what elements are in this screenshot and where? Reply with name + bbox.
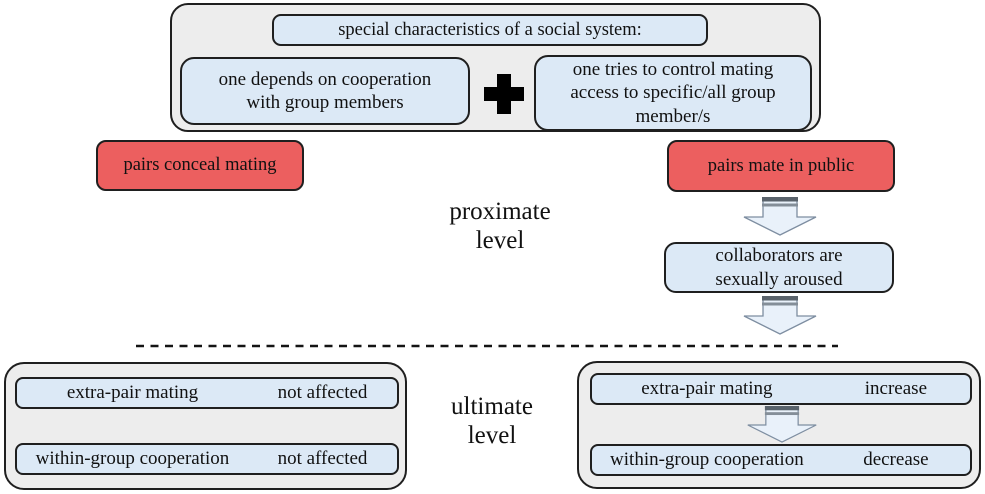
block-arrow-down-icon <box>743 197 817 236</box>
pairs-conceal-mating-box: pairs conceal mating <box>96 140 304 191</box>
level-divider-dashed-line <box>136 344 838 348</box>
proximate-level-label: proximate level <box>449 198 551 254</box>
collaborators-aroused-box: collaborators are sexually aroused <box>664 242 894 293</box>
condition-cooperation-box: one depends on cooperation with group me… <box>180 57 470 125</box>
ultimate-level-label: ultimate level <box>451 393 533 449</box>
outcome-row: within-group cooperation decrease <box>590 444 972 476</box>
outcome-row: extra-pair mating increase <box>590 373 972 405</box>
outcome-label: within-group cooperation <box>35 448 230 469</box>
condition-control-box: one tries to control mating access to sp… <box>534 55 812 131</box>
outcome-value: not affected <box>277 382 368 403</box>
condition-cooperation-line1: one depends on cooperation <box>218 68 432 90</box>
social-system-title-box: special characteristics of a social syst… <box>272 14 708 46</box>
pairs-mate-in-public-box: pairs mate in public <box>667 140 895 192</box>
block-arrow-down-icon <box>743 296 817 335</box>
outcome-value: decrease <box>863 449 929 470</box>
outcome-label: extra-pair mating <box>66 382 199 403</box>
pairs-conceal-mating-label: pairs conceal mating <box>123 155 277 175</box>
condition-control-line2: access to specific/all group <box>570 82 776 104</box>
outcome-label: within-group cooperation <box>610 449 804 470</box>
social-system-title: special characteristics of a social syst… <box>338 19 642 40</box>
plus-icon <box>484 74 524 114</box>
condition-cooperation-line2: with group members <box>246 92 404 113</box>
outcome-row: within-group cooperation not affected <box>15 443 399 475</box>
ultimate-concealed-panel: extra-pair mating not affected within-gr… <box>4 362 407 490</box>
outcome-label: extra-pair mating <box>641 378 773 399</box>
condition-control-line1: one tries to control mating <box>572 59 774 81</box>
pairs-mate-in-public-label: pairs mate in public <box>707 155 855 176</box>
outcome-value: increase <box>864 378 927 399</box>
social-system-panel: special characteristics of a social syst… <box>170 3 821 132</box>
ultimate-public-panel: extra-pair mating increase within-group … <box>577 361 981 489</box>
condition-control-line3: member/s <box>635 105 711 127</box>
outcome-row: extra-pair mating not affected <box>15 377 399 409</box>
outcome-value: not affected <box>277 448 368 469</box>
block-arrow-down-icon <box>747 406 817 443</box>
